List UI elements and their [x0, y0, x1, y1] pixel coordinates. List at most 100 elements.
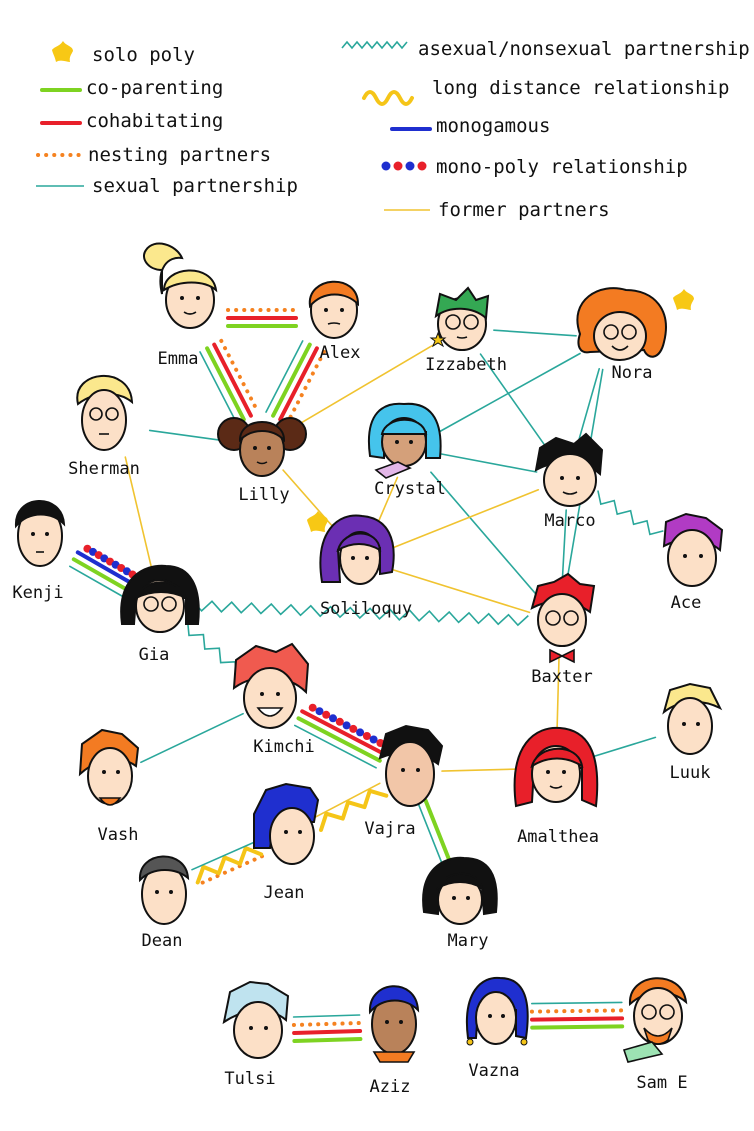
- face-shape: [593, 311, 647, 361]
- edge-alex-lilly-cohabitating: [278, 346, 319, 422]
- legend-label: mono-poly relationship: [436, 156, 688, 178]
- eye: [699, 554, 703, 558]
- edge-sherman-lilly-sexual: [148, 429, 232, 443]
- eye: [45, 532, 49, 536]
- scarf-shape: [622, 1041, 664, 1063]
- person-name: Izzabeth: [425, 355, 507, 375]
- hair-shape: [368, 985, 420, 1015]
- glasses: [563, 610, 579, 626]
- star-icon: [52, 41, 73, 62]
- legend-item-long-distance: long distance relationship: [362, 77, 729, 106]
- edge-alex-lilly-nesting: [285, 349, 326, 426]
- person-name: Kimchi: [253, 737, 314, 757]
- edge-emma-lilly-sexual: [199, 351, 238, 424]
- glasses: [161, 596, 177, 612]
- eye: [267, 446, 271, 450]
- person-name: Lilly: [238, 485, 289, 505]
- mouth: [256, 461, 268, 465]
- eye: [399, 1020, 403, 1024]
- legend-item-monogamous: monogamous: [390, 115, 550, 137]
- person-aziz: Aziz: [368, 985, 420, 1097]
- edge-kimchi-vash-sexual: [140, 712, 244, 764]
- legend-label: cohabitating: [86, 110, 223, 132]
- person-marco: Marco: [534, 432, 604, 531]
- person-crystal: Crystal: [367, 402, 446, 499]
- eye: [264, 1026, 268, 1030]
- person-sam-e: Sam E: [622, 977, 688, 1093]
- edge-kimchi-vajra-monopoly-dot: [362, 732, 371, 740]
- edge-tulsi-aziz-sexual: [292, 1014, 361, 1018]
- edge-nora-crystal-sexual: [437, 352, 581, 434]
- person-sherman: Sherman: [68, 375, 140, 479]
- person-name: Crystal: [374, 479, 446, 499]
- edge-kimchi-vajra-monopoly-dot: [369, 735, 378, 744]
- edge-vajra-mary-sexual: [417, 802, 446, 871]
- eye: [466, 896, 470, 900]
- eye: [416, 768, 420, 772]
- star-nora: [673, 289, 694, 310]
- edge-jean-dean-nesting: [196, 854, 264, 887]
- edge-kimchi-vajra-cohabitating: [300, 709, 386, 756]
- eye: [401, 768, 405, 772]
- face-shape: [87, 747, 133, 805]
- eye: [395, 440, 399, 444]
- person-ace: Ace: [662, 512, 724, 613]
- relationship-edges: [69, 308, 664, 1043]
- hair-shape: [134, 581, 188, 600]
- eye: [276, 692, 280, 696]
- hair-shape: [434, 286, 490, 321]
- face-shape: [81, 389, 127, 451]
- hair-shape: [380, 418, 428, 435]
- hair-shape: [436, 872, 484, 891]
- face-shape: [543, 453, 597, 507]
- face-shape: [243, 667, 297, 729]
- eye: [196, 296, 200, 300]
- legend-swatch-dot: [417, 161, 427, 171]
- person-name: Dean: [142, 931, 183, 951]
- eye: [682, 722, 686, 726]
- eye: [298, 830, 302, 834]
- legend-label: solo poly: [92, 44, 195, 66]
- edge-alex-lilly-coparenting: [271, 342, 312, 418]
- person-name: Luuk: [670, 763, 711, 783]
- person-name: Tulsi: [224, 1069, 275, 1089]
- eye: [452, 896, 456, 900]
- edge-marco-soliloquy-former: [390, 488, 540, 550]
- face-shape: [667, 529, 717, 587]
- scarf-shape: [374, 461, 412, 479]
- mouth: [327, 322, 341, 325]
- legend-label: sexual partnership: [92, 175, 298, 197]
- edge-vajra-jean-former: [313, 782, 381, 819]
- eye: [696, 722, 700, 726]
- edge-jean-dean-sexual: [191, 840, 257, 871]
- hair-shape: [162, 269, 218, 293]
- mouth: [611, 345, 629, 351]
- edge-kimchi-vajra-monopoly-dot: [329, 714, 337, 723]
- eye: [560, 476, 564, 480]
- legend-item-co-parenting: co-parenting: [40, 77, 223, 99]
- edge-izzabeth-marco-sexual: [479, 353, 551, 453]
- mouth: [562, 491, 578, 495]
- person-name: Vash: [98, 825, 139, 845]
- legend-item-cohabitating: cohabitating: [40, 110, 223, 132]
- legend-label: nesting partners: [88, 144, 271, 166]
- eye: [683, 554, 687, 558]
- person-amalthea: Amalthea: [513, 726, 599, 847]
- person-name: Vajra: [364, 819, 415, 839]
- eye: [324, 308, 328, 312]
- glasses: [105, 407, 119, 421]
- legend-label: monogamous: [436, 115, 550, 137]
- face-shape: [233, 1001, 283, 1059]
- edge-kimchi-vajra-monopoly-dot: [315, 707, 324, 716]
- glasses: [89, 407, 103, 421]
- edge-nora-marco-sexual: [575, 367, 601, 449]
- face-shape: [475, 991, 517, 1045]
- person-name: Sam E: [636, 1073, 687, 1093]
- legend: solo poly co-parenting cohabitating nest…: [36, 38, 750, 221]
- person-vash: Vash: [78, 728, 140, 845]
- eye: [340, 308, 344, 312]
- edge-lilly-izzabeth-former: [288, 343, 436, 431]
- star-icon: [429, 331, 447, 348]
- glasses: [545, 610, 561, 626]
- person-name: Baxter: [531, 667, 592, 687]
